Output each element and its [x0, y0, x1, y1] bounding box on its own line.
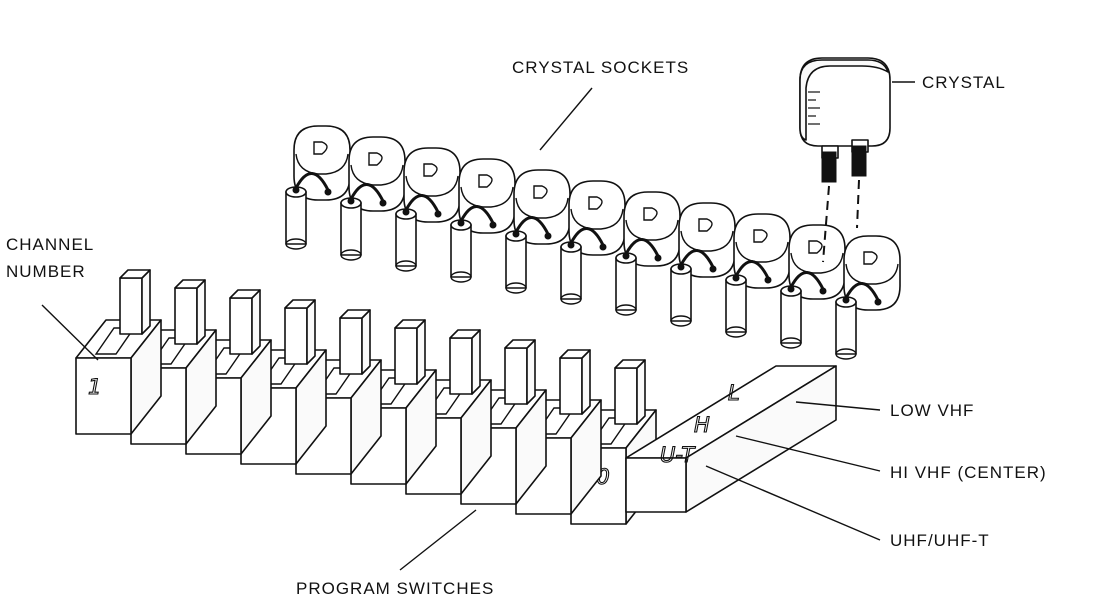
- channel-number-label: 1: [88, 375, 101, 399]
- crystal-socket: [836, 236, 900, 359]
- label-channel-number-line1: CHANNEL: [6, 235, 94, 254]
- label-program-switches: PROGRAM SWITCHES: [296, 579, 494, 598]
- band-mark-high: H: [694, 413, 710, 437]
- label-low-vhf: LOW VHF: [890, 401, 974, 420]
- label-hi-vhf: HI VHF (CENTER): [890, 463, 1047, 482]
- leader-program-switches: [400, 510, 476, 570]
- leader-crystal-sockets: [540, 88, 592, 150]
- label-crystal: CRYSTAL: [922, 73, 1006, 92]
- crystal-sockets: [286, 126, 900, 359]
- band-mark-low: L: [728, 381, 740, 405]
- label-crystal-sockets: CRYSTAL SOCKETS: [512, 58, 689, 77]
- label-uhf: UHF/UHF-T: [890, 531, 990, 550]
- band-mark-uhf: U-T: [660, 443, 696, 467]
- program-switch[interactable]: 1: [76, 270, 161, 434]
- program-switch-bank: 10987654321LHU-T: [76, 270, 836, 524]
- leader-uhf: [706, 466, 880, 540]
- label-channel-number-line2: NUMBER: [6, 262, 86, 281]
- leader-channel-number: [42, 305, 98, 360]
- band-selector-block[interactable]: LH U-T: [626, 366, 836, 512]
